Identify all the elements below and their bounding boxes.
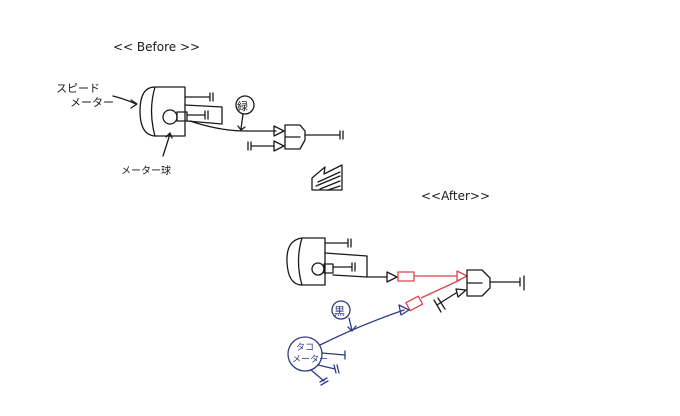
meter-bulb-pointer-arrow: [162, 132, 173, 157]
speedometer-pointer-arrow: [112, 95, 138, 109]
diode-resistor-box-lower: [405, 295, 424, 312]
speedometer-face: [150, 86, 156, 137]
connector-after: [433, 269, 525, 313]
connector-ground-right: [489, 275, 525, 291]
tachometer-body: [287, 336, 323, 372]
meter-bulb-socket: [323, 263, 334, 274]
black-wire-pointer: [347, 317, 357, 332]
bulb-feed-loop: [184, 104, 223, 125]
bulb-feed-loop: [324, 252, 368, 278]
after-heading: <<After>>: [421, 189, 490, 203]
added-components: [397, 270, 468, 312]
tacho-ground-3: [310, 369, 329, 386]
speedometer-face: [297, 237, 303, 286]
speedometer-before: [139, 86, 277, 137]
red-wire-lower: [420, 279, 461, 299]
before-heading: << Before >>: [113, 40, 200, 54]
connector-housing: [284, 124, 306, 150]
down-arrow-icon: [311, 164, 343, 191]
tacho-ground-2: [317, 364, 340, 374]
green-wire-mark-circle: [235, 95, 255, 115]
connector-ground-left: [247, 141, 275, 151]
speedometer-body: [286, 237, 326, 286]
bulb-ground: [186, 110, 209, 120]
green-wire-mark: 緑: [237, 99, 248, 113]
black-wire-mark-circle: [331, 300, 351, 320]
tacho-terminal-arrow: [398, 304, 410, 316]
tachometer: タコ メーター: [287, 304, 410, 386]
speedometer-label-line2: メーター: [70, 96, 114, 109]
tachometer-label-line1: タコ: [296, 342, 314, 353]
meter-bulb: [311, 262, 325, 276]
terminal-arrow: [273, 125, 285, 137]
green-wire-pointer: [237, 113, 246, 131]
terminal-arrow: [455, 288, 467, 298]
speedometer-after: [286, 237, 398, 286]
terminal-arrow: [273, 140, 285, 152]
terminal-arrow: [386, 271, 398, 283]
tacho-signal-wire: [319, 309, 405, 346]
meter-bulb-label: メーター球: [121, 164, 171, 177]
black-wire-mark: 黒: [334, 305, 345, 318]
meter-bulb: [162, 109, 178, 125]
diode-resistor-box: [397, 271, 415, 282]
speedometer-ground: [184, 92, 214, 102]
speedometer-label-line1: スピード: [56, 82, 100, 95]
connector-before: [247, 124, 344, 152]
tacho-ground-1: [321, 350, 346, 360]
meter-bulb-socket: [176, 111, 188, 122]
signal-wire-before: [189, 120, 277, 132]
connector-ground-left: [433, 292, 457, 313]
red-terminal-arrow: [456, 270, 468, 282]
bulb-ground: [332, 262, 356, 272]
speedometer-ground: [324, 238, 352, 248]
connector-ground-right: [304, 130, 344, 140]
tachometer-label-line2: メーター: [292, 354, 328, 365]
connector-housing: [466, 269, 491, 297]
